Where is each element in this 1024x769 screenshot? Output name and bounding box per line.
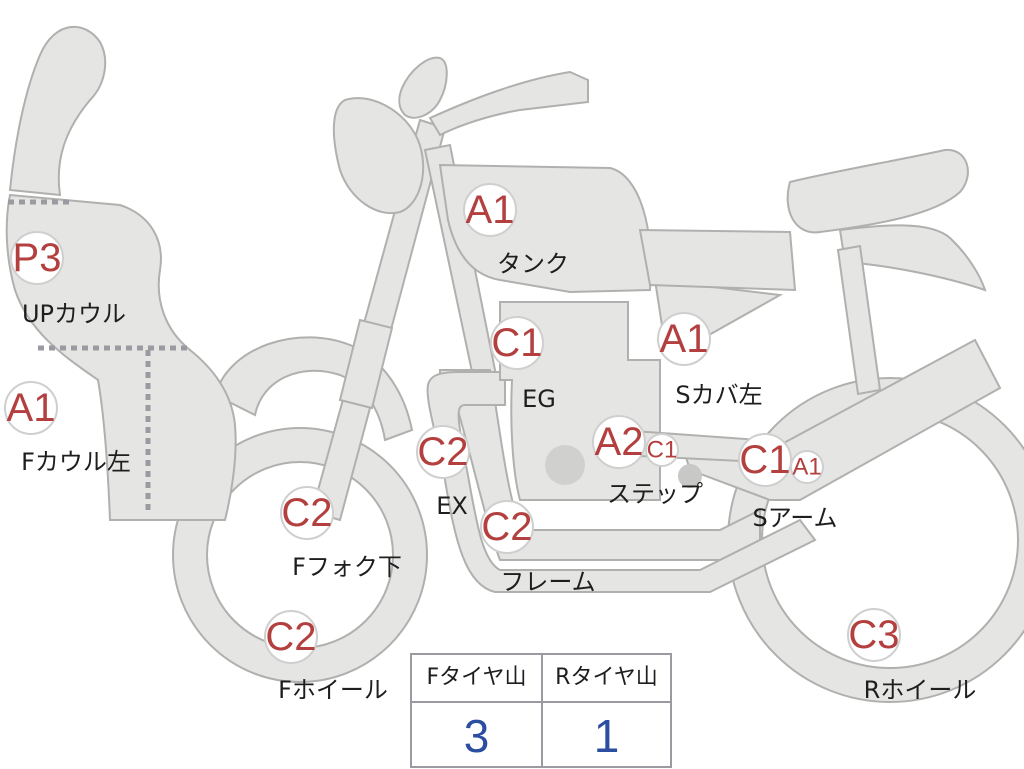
label-f-cowl-left: Fカウル左 [21,448,131,476]
handle-rod-shape [428,70,589,137]
label-exhaust: EX [436,492,468,520]
grade-engine: C1 [491,321,542,365]
grade-step-sub: C1 [647,437,678,464]
marker-r-wheel[interactable]: C3 Rホイール [847,608,977,704]
label-up-cowl: UPカウル [22,300,126,328]
label-frame: フレーム [500,568,595,596]
headlight-shape [332,97,425,215]
exhaust-shape [426,371,817,593]
grade-f-cowl-left: A1 [7,386,56,430]
seat-shape [638,228,797,292]
fork-cover-shape [338,318,394,410]
front-tire-column: Fタイヤ山 3 [412,655,543,766]
label-r-wheel: Rホイール [864,676,977,704]
grade-step: A2 [595,420,644,464]
label-engine: EG [522,385,556,413]
tail-cowl-shape [838,224,987,292]
rear-tire-column: Rタイヤ山 1 [542,655,671,766]
grade-s-cover-left: A1 [660,317,709,361]
tire-tread-table: Fタイヤ山 3 Rタイヤ山 1 [410,653,672,768]
label-f-wheel: Fホイール [278,676,388,704]
rear-seat-shape [786,148,969,234]
grade-r-wheel: C3 [848,613,899,657]
label-f-fork-lower: Fフォク下 [292,553,402,581]
label-swing-arm: Sアーム [752,504,837,532]
grade-up-cowl: P3 [13,236,62,280]
grade-f-wheel: C2 [265,615,316,659]
marker-frame[interactable]: C2 フレーム [480,500,596,596]
grade-tank: A1 [466,188,515,232]
rear-tire-value: 1 [593,710,620,762]
marker-f-cowl-left[interactable]: A1 Fカウル左 [4,381,131,476]
marker-engine[interactable]: C1 EG [490,316,556,413]
front-tire-value: 3 [463,710,490,762]
grade-f-fork-lower: C2 [281,491,332,535]
grade-swing-arm-sub: A1 [792,454,821,481]
marker-up-cowl[interactable]: P3 UPカウル [10,231,126,328]
step-peg-shape [678,464,702,488]
label-s-cover-left: Sカバ左 [675,381,762,409]
marker-tank[interactable]: A1 タンク [463,183,569,278]
front-cowl-shape [5,193,237,521]
label-step: ステップ [607,480,703,508]
marker-step[interactable]: A2 C1 ステップ [592,415,703,508]
upper-cowl-shape [8,25,107,197]
engine-cover-shape [545,445,585,485]
marker-swing-arm[interactable]: C1 A1 Sアーム [738,433,838,532]
grade-frame: C2 [481,505,532,549]
marker-f-wheel[interactable]: C2 Fホイール [264,610,388,704]
marker-exhaust[interactable]: C2 EX [416,425,470,520]
grade-exhaust: C2 [417,430,468,474]
rear-tire-header: Rタイヤ山 [542,655,671,703]
front-tire-header: Fタイヤ山 [412,655,541,703]
rear-shock-shape [836,244,882,396]
label-tank: タンク [497,250,569,278]
marker-s-cover-left[interactable]: A1 Sカバ左 [657,312,763,409]
handlebar-shape [398,56,448,119]
front-wheel-shape [172,427,428,683]
grade-swing-arm: C1 [739,438,790,482]
marker-f-fork-lower[interactable]: C2 Fフォク下 [280,486,402,581]
